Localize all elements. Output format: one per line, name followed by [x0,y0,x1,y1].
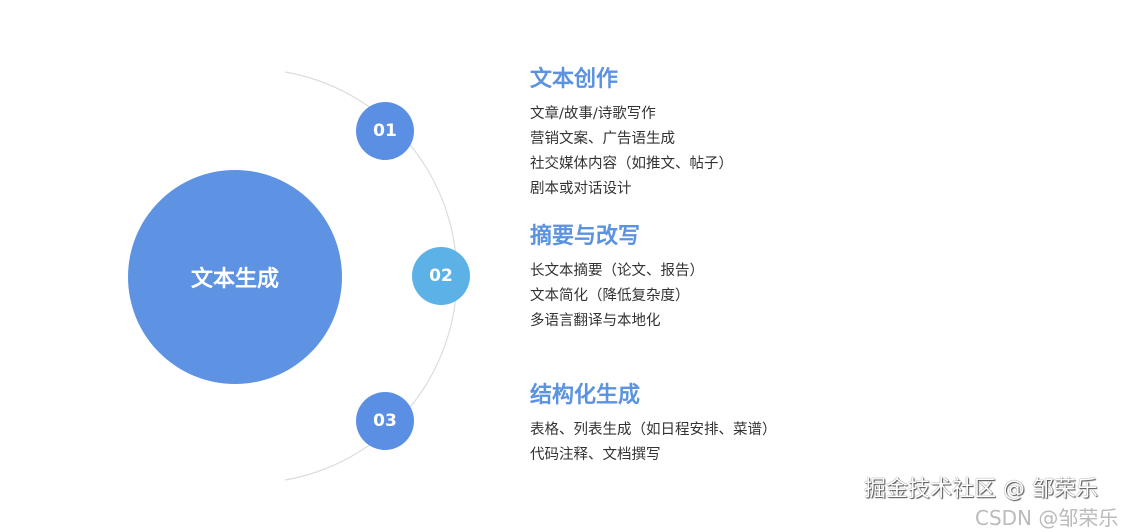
section-structured-generation: 结构化生成 表格、列表生成（如日程安排、菜谱） 代码注释、文档撰写 [530,382,777,468]
number-badge-03: 03 [356,392,414,450]
list-item: 代码注释、文档撰写 [530,447,661,463]
number-label: 03 [373,411,397,431]
watermark: 掘金技术社区 @ 邹荣乐 [864,477,1098,502]
list-item: 文章/故事/诗歌写作 [530,106,656,122]
number-label: 02 [429,266,453,286]
section-title: 摘要与改写 [530,224,641,249]
section-title: 文本创作 [530,67,619,92]
list-item: 社交媒体内容（如推文、帖子） [530,156,733,172]
section-text-creation: 文本创作 文章/故事/诗歌写作 营销文案、广告语生成 社交媒体内容（如推文、帖子… [530,66,733,202]
section-summary-rewrite: 摘要与改写 长文本摘要（论文、报告） 文本简化（降低复杂度） 多语言翻译与本地化 [530,223,704,334]
list-item: 长文本摘要（论文、报告） [530,263,704,279]
list-item: 文本简化（降低复杂度） [530,288,690,304]
number-badge-02: 02 [412,247,470,305]
center-circle: 文本生成 [128,170,342,384]
number-badge-01: 01 [356,102,414,160]
number-label: 01 [373,121,397,141]
watermark-secondary: CSDN @邹荣乐 [975,506,1119,530]
list-item: 营销文案、广告语生成 [530,131,675,147]
list-item: 多语言翻译与本地化 [530,313,661,329]
list-item: 表格、列表生成（如日程安排、菜谱） [530,422,777,438]
list-item: 剧本或对话设计 [530,181,632,197]
section-title: 结构化生成 [530,383,641,408]
center-label: 文本生成 [190,267,279,292]
